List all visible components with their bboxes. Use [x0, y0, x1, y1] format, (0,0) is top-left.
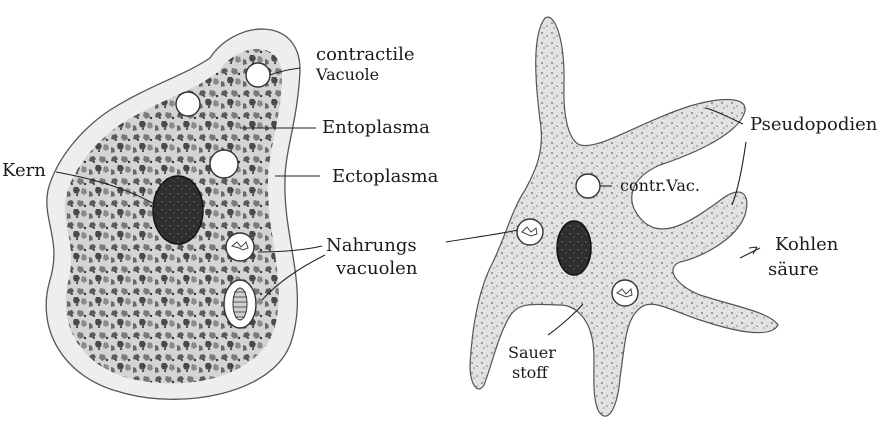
- left-amoeba: [46, 29, 300, 399]
- label-contractile: contractile: [316, 44, 415, 65]
- right-contractile-vacuole: [576, 174, 600, 198]
- label-pseudopodien: Pseudopodien: [750, 114, 878, 135]
- label-kern: Kern: [2, 160, 46, 181]
- label-nahrungs: Nahrungs: [326, 235, 417, 256]
- right-nucleus: [557, 221, 591, 275]
- label-saeure: säure: [768, 259, 819, 280]
- label-ectoplasma: Ectoplasma: [332, 166, 439, 187]
- left-vacuole-1: [176, 92, 200, 116]
- label-contr-vac: contr.Vac.: [620, 176, 700, 195]
- label-stoff: stoff: [512, 363, 549, 382]
- label-vacuole: Vacuole: [315, 65, 379, 84]
- left-vacuole-2: [210, 150, 238, 178]
- left-nucleus: [153, 176, 203, 244]
- left-food-vacuole-1: [226, 233, 254, 261]
- label-entoplasma: Entoplasma: [322, 117, 430, 138]
- label-kohlen: Kohlen: [775, 234, 839, 255]
- label-sauer: Sauer: [508, 343, 556, 362]
- label-vacuolen: vacuolen: [335, 258, 418, 279]
- right-food-vacuole-1: [517, 219, 543, 245]
- left-contractile-vacuole: [246, 63, 270, 87]
